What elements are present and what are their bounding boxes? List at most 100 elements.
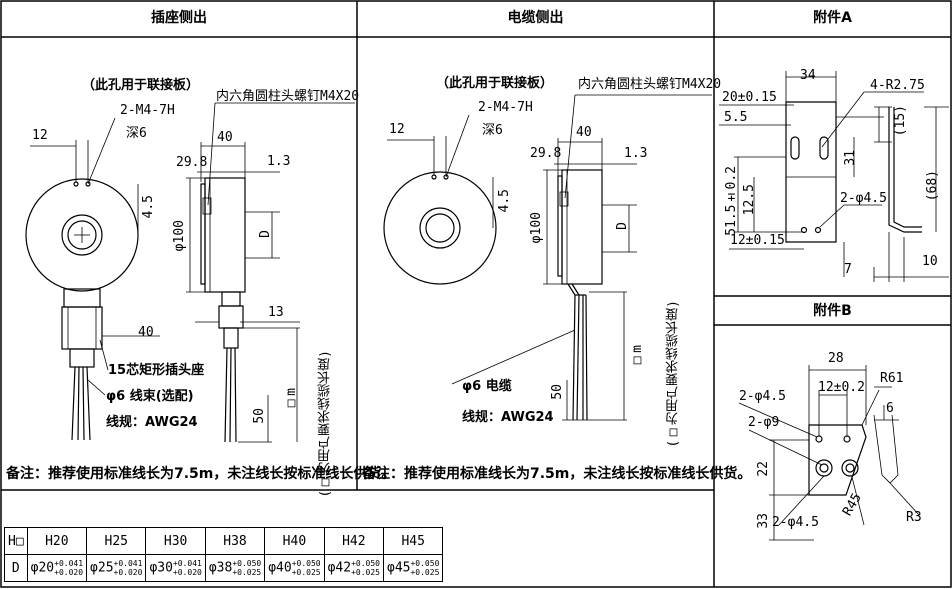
tol-lower: +0.025 xyxy=(232,568,262,577)
cable-dim-phi100: φ100 xyxy=(529,212,544,244)
acc-b-dim-2phi9: 2-φ9 xyxy=(748,415,780,430)
table-cell-model: H38 xyxy=(204,527,266,555)
header-accessory-b: 附件B xyxy=(813,303,852,319)
socket-depth-label: 深6 xyxy=(126,126,147,141)
socket-screw-label: 内六角圆柱头螺钉M4X20 xyxy=(216,89,360,104)
tol-lower: +0.020 xyxy=(54,568,84,577)
socket-dim-12: 12 xyxy=(32,128,48,143)
socket-dim-13: 13 xyxy=(268,305,284,320)
tol-upper: +0.041 xyxy=(113,559,143,568)
spec-table: H□ H20 H25 H30 H38 H40 H42 H45 D φ20+0.0… xyxy=(4,527,444,582)
acc-a-dim-2phi: 2-φ4.5 xyxy=(840,191,887,206)
socket-thread-label: 2-M4-7H xyxy=(120,103,175,118)
cable-cable-label: φ6 电缆 xyxy=(462,379,512,394)
socket-remark: 备注：推荐使用标准线长为7.5m，未注线长按标准线长供货。 xyxy=(6,466,396,482)
tol-upper: +0.050 xyxy=(291,559,321,568)
acc-a-dim-7: 7 xyxy=(844,262,852,277)
table-row-label-model: H□ xyxy=(4,527,28,555)
header-cable-side: 电缆侧出 xyxy=(507,10,564,26)
socket-dim-4-5: 4.5 xyxy=(141,195,156,219)
table-cell-model: H45 xyxy=(382,527,444,555)
cable-wire-spec-label: 线规：AWG24 xyxy=(462,410,554,425)
table-cell-diameter: φ30+0.041+0.020 xyxy=(145,554,206,582)
acc-a-dim-12: 12±0.15 xyxy=(730,233,785,248)
acc-b-dim-28: 28 xyxy=(828,351,844,366)
tol-lower: +0.020 xyxy=(113,568,143,577)
socket-dim-40-top: 40 xyxy=(217,130,233,145)
cable-dim-12: 12 xyxy=(389,122,405,137)
cable-remark: 备注：推荐使用标准线长为7.5m，未注线长按标准线长供货。 xyxy=(362,466,752,482)
table-row: H□ H20 H25 H30 H38 H40 H42 H45 xyxy=(4,527,444,555)
header-accessory-a: 附件A xyxy=(813,10,852,26)
cable-dim-4-5: 4.5 xyxy=(497,189,512,213)
cable-dim-29-8: 29.8 xyxy=(530,146,562,161)
acc-a-dim-12-5: 12.5 xyxy=(742,184,757,216)
acc-b-dim-2phi-bot: 2-φ4.5 xyxy=(772,515,819,530)
acc-a-dim-20: 20±0.15 xyxy=(722,90,777,105)
tol-lower: +0.025 xyxy=(410,568,440,577)
table-cell-model: H42 xyxy=(323,527,385,555)
socket-dim-1-3: 1.3 xyxy=(267,154,291,169)
socket-hole-note: （此孔用于联接板） xyxy=(82,78,200,93)
acc-a-dim-31: 31 xyxy=(843,150,858,166)
socket-dim-40-side: 40 xyxy=(138,325,154,340)
accessory-a-drawing xyxy=(719,71,949,282)
tol-lower: +0.025 xyxy=(291,568,321,577)
tol-lower: +0.025 xyxy=(351,568,380,577)
cable-dim-1-3: 1.3 xyxy=(624,146,648,161)
acc-b-dim-22: 22 xyxy=(756,461,771,477)
cable-depth-label: 深6 xyxy=(482,123,503,138)
socket-dim-50: 50 xyxy=(252,408,267,424)
table-row-label-diameter: D xyxy=(4,554,28,582)
table-cell-diameter: φ20+0.041+0.020 xyxy=(26,554,88,582)
cable-side-drawing xyxy=(383,94,712,421)
socket-wire-spec-label: 线规：AWG24 xyxy=(106,415,198,430)
acc-b-dim-r61: R61 xyxy=(880,371,904,386)
socket-wire-bundle-label: φ6 线束(选配) xyxy=(106,389,194,404)
table-cell-model: H30 xyxy=(145,527,206,555)
diameter-base: φ30 xyxy=(149,560,173,576)
acc-b-dim-r3: R3 xyxy=(906,510,922,525)
acc-b-dim-12: 12±0.2 xyxy=(818,380,865,395)
table-cell-model: H40 xyxy=(264,527,325,555)
table-cell-diameter: φ40+0.050+0.025 xyxy=(264,554,325,582)
table-cell-model: H20 xyxy=(26,527,88,555)
accessory-b-drawing xyxy=(738,365,920,541)
diameter-base: φ20 xyxy=(30,560,55,576)
cable-screw-label: 内六角圆柱头螺钉M4X20 xyxy=(578,77,722,92)
tol-upper: +0.041 xyxy=(172,559,202,568)
header-socket-side: 插座侧出 xyxy=(151,10,207,26)
tol-lower: +0.020 xyxy=(172,568,202,577)
diameter-base: φ40 xyxy=(268,560,292,576)
cable-dim-m: □m xyxy=(630,345,645,368)
acc-a-dim-34: 34 xyxy=(800,68,816,83)
table-cell-model: H25 xyxy=(86,527,147,555)
cable-dim-d: D xyxy=(615,222,630,230)
table-cell-diameter: φ45+0.050+0.025 xyxy=(382,554,444,582)
cable-dim-50: 50 xyxy=(550,384,565,400)
tol-upper: +0.050 xyxy=(232,559,262,568)
acc-a-dim-51-5: 51.5±0.2 xyxy=(724,166,739,236)
socket-dim-phi100: φ100 xyxy=(172,220,187,252)
socket-dim-m: □m xyxy=(284,388,299,411)
socket-connector-label: 15芯矩形插头座 xyxy=(108,363,205,378)
tol-upper: +0.050 xyxy=(410,559,440,568)
cable-thread-label: 2-M4-7H xyxy=(478,100,533,115)
cable-hole-note: （此孔用于联接板） xyxy=(436,76,554,91)
diameter-base: φ25 xyxy=(90,560,114,576)
table-row: D φ20+0.041+0.020 φ25+0.041+0.020 φ30+0.… xyxy=(4,554,444,582)
table-cell-diameter: φ25+0.041+0.020 xyxy=(86,554,147,582)
socket-dim-d: D xyxy=(258,230,273,238)
cable-dim-40-top: 40 xyxy=(576,125,592,140)
acc-a-dim-10: 10 xyxy=(922,254,938,269)
diameter-base: φ42 xyxy=(327,560,352,576)
diameter-base: φ38 xyxy=(208,560,233,576)
socket-dim-29-8: 29.8 xyxy=(176,155,208,170)
table-cell-diameter: φ38+0.050+0.025 xyxy=(204,554,266,582)
cable-length-note: (□为用户要求线缆长度) xyxy=(666,300,681,448)
diameter-base: φ45 xyxy=(387,560,411,576)
table-cell-diameter: φ42+0.050+0.025 xyxy=(323,554,385,582)
tol-upper: +0.050 xyxy=(351,559,380,568)
acc-b-dim-6: 6 xyxy=(886,401,894,416)
